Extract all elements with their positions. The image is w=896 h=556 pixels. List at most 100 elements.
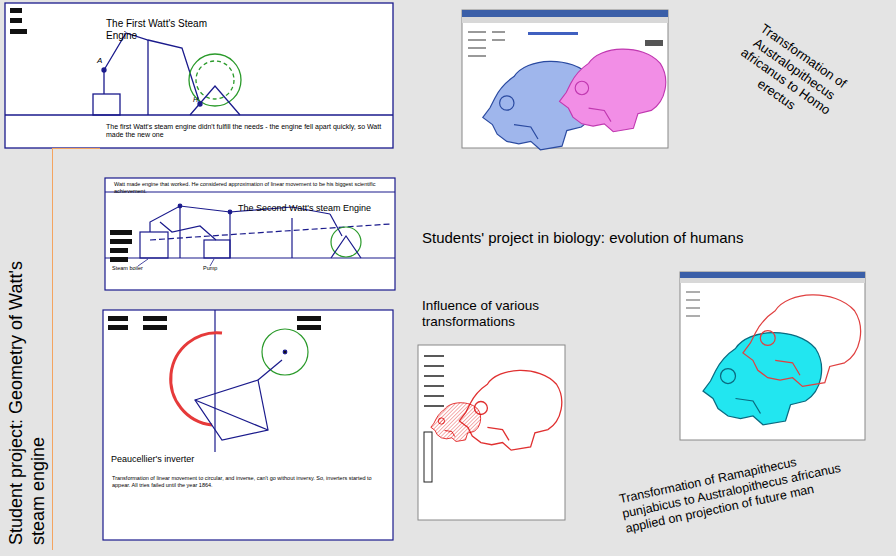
first-engine-screen (5, 3, 393, 148)
second-engine-screen-part (330, 214, 342, 236)
part-label: Pump (203, 265, 233, 272)
first-engine-screen-part (10, 29, 27, 34)
first-engine-screen-part (93, 94, 120, 115)
panel-heading: The First Watt's Steam Engine (106, 18, 236, 42)
skull-screenshot-transformations-part (424, 432, 432, 482)
first-engine-screen-part (189, 54, 241, 106)
second-engine-screen-part (110, 257, 128, 262)
skull-screenshot-transformations-part-part (424, 385, 444, 387)
skull-screenshot-future-man-part (686, 292, 700, 316)
skull-screenshot-top-part (462, 10, 668, 17)
rotated-caption: Transformation of Ramapithecus punjabicu… (618, 444, 854, 536)
first-engine-screen-part (104, 33, 200, 104)
panel-heading: Peaucellier's inverter (111, 454, 271, 465)
first-engine-screen-part (5, 3, 393, 148)
peaucellier-screen-part (297, 316, 321, 321)
skull-screenshot-top (462, 10, 668, 150)
peaucellier-screen-part (297, 325, 321, 330)
skull-screenshot-future-man-part-part (686, 299, 700, 300)
first-engine-screen-part (10, 8, 22, 13)
second-engine-screen-part (210, 259, 214, 266)
skull-screenshot-transformations-part-part (424, 355, 444, 357)
second-engine-screen-part (179, 206, 180, 258)
skull-screenshot-transformations (418, 345, 565, 520)
project-frame: Student project: Geometry of Watt's stea… (52, 148, 100, 550)
section-caption: Influence of various transformations (422, 298, 594, 330)
second-engine-screen-part (150, 224, 390, 240)
skull-screenshot-transformations-part-part (424, 395, 444, 397)
panel-heading: Watt made engine that worked. He conside… (114, 181, 390, 194)
skull-screenshot-future-man-part (680, 272, 865, 440)
peaucellier-screen-part (195, 380, 268, 440)
second-engine-screen-part (105, 191, 395, 192)
second-engine-screen-part (228, 210, 232, 214)
panel-heading: Student project: Geometry of Watt's stea… (6, 245, 49, 545)
skull-screenshot-top-part (528, 32, 578, 35)
part-label: Steam boiler (112, 265, 162, 272)
peaucellier-screen (103, 310, 393, 540)
peaucellier-screen-part (143, 316, 167, 321)
first-engine-screen-part (147, 40, 148, 115)
skull-screenshot-top-part (462, 17, 668, 23)
second-engine-screen-part (291, 218, 292, 258)
first-engine-screen-part (102, 68, 106, 72)
skull-screenshot-future-man-part-part (686, 315, 700, 316)
second-engine-screen-part (331, 227, 361, 257)
first-engine-screen-part (190, 86, 240, 115)
peaucellier-screen-part (283, 350, 287, 354)
first-engine-screen-part (103, 70, 104, 94)
second-engine-screen-part (110, 239, 132, 244)
panel-text: The Second Watt's steam Engine (238, 203, 393, 214)
panel-text: Transformation of linear movement to cir… (112, 475, 377, 488)
second-engine-screen-part (110, 248, 128, 253)
skull-screenshot-transformations-part-part (424, 365, 444, 367)
second-engine-screen-part (138, 259, 148, 266)
skull-screenshot-future-man-part (680, 272, 865, 278)
second-engine-screen-part (105, 178, 395, 290)
skull-screenshot-top-part-part (468, 31, 486, 33)
second-engine-screen-part (140, 232, 168, 258)
skull-screenshot-transformations-part (418, 345, 565, 520)
screen-panel: Watt made engine that worked. He conside… (105, 178, 395, 290)
skull-screenshot-future-man-part (703, 333, 822, 425)
first-engine-screen-part (5, 114, 393, 115)
skull-screenshot-future-man-part (680, 278, 865, 283)
point-label: A (97, 56, 109, 66)
peaucellier-screen-part (262, 329, 308, 375)
skull-screenshot-top-part (645, 40, 663, 46)
rotated-caption: Transformation of Australopithecus afric… (716, 11, 863, 140)
peaucellier-screen-part (195, 400, 268, 430)
second-engine-screen-part (204, 240, 230, 258)
skull-screenshot-top-part-part (492, 39, 505, 41)
second-engine-screen-part (331, 236, 361, 258)
peaucellier-screen-part (103, 310, 393, 540)
skull-screenshot-top-part-part (492, 31, 505, 33)
skull-screenshot-top-part (559, 49, 665, 132)
skull-screenshot-top-part-part (468, 39, 486, 41)
skull-screenshot-future-man-part-part (686, 307, 700, 308)
peaucellier-screen-part (108, 316, 128, 321)
first-engine-screen-part (10, 18, 22, 23)
second-engine-screen-part (178, 204, 182, 208)
point-label: H (193, 96, 205, 104)
peaucellier-screen-part (108, 325, 128, 330)
second-engine-screen-part (110, 230, 132, 235)
peaucellier-screen-part (258, 360, 282, 380)
skull-screenshot-transformations-part-part (424, 375, 444, 377)
peaucellier-screen-part (143, 325, 167, 330)
skull-screenshot-top-part-part (468, 55, 486, 57)
panel-text: The first Watt's steam engine didn't ful… (106, 123, 388, 140)
skull-screenshot-top-part (468, 32, 505, 56)
first-engine-screen-part (198, 102, 202, 106)
peaucellier-screen-part (171, 333, 222, 425)
second-engine-screen-part (160, 222, 216, 240)
skull-screenshot-future-man (680, 272, 865, 440)
first-engine-screen-part (196, 61, 234, 99)
skull-screenshot-future-man-part (743, 295, 861, 386)
skull-screenshot-transformations-part (424, 356, 444, 406)
skull-screenshot-top-part-part (468, 47, 486, 49)
screen-panel: Peaucellier's inverterTransformation of … (103, 310, 393, 540)
second-engine-screen-part (229, 212, 230, 258)
skull-screenshot-future-man-part-part (686, 291, 700, 292)
